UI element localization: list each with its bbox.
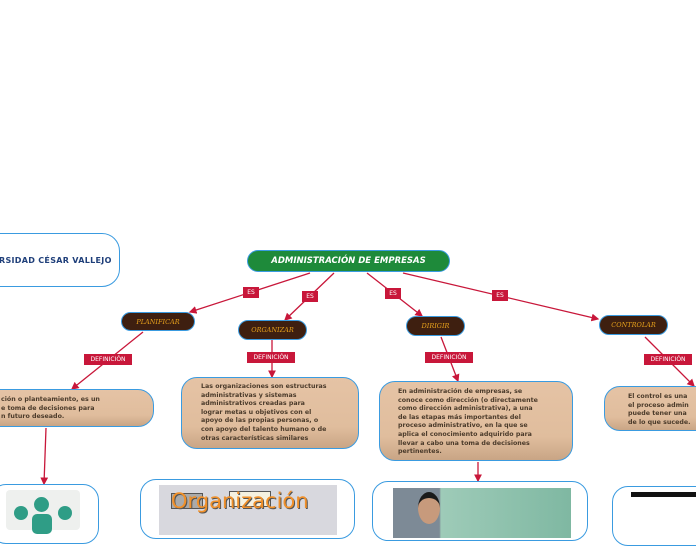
definition-line: proceso administrativo, en la que se bbox=[398, 422, 528, 430]
presenter-photo bbox=[393, 488, 571, 538]
image-title: Organización bbox=[171, 489, 309, 513]
node-organizar[interactable]: ORGANIZAR bbox=[238, 320, 307, 340]
definition-planificar[interactable]: ción o planteamiento, es un e toma de de… bbox=[0, 389, 154, 427]
definition-line: el proceso admin bbox=[628, 401, 689, 409]
definition-line: Las organizaciones son estructuras bbox=[201, 383, 327, 390]
definition-line: lograr metas u objetivos con el bbox=[201, 408, 312, 416]
definition-line: En administración de empresas, se bbox=[398, 388, 523, 395]
definition-line: de las etapas más importantes del bbox=[398, 413, 521, 421]
definition-line: de lo que sucede. bbox=[628, 418, 691, 426]
es-tag[interactable]: ES bbox=[492, 290, 508, 301]
definition-dirigir[interactable]: En administración de empresas, se conoce… bbox=[379, 381, 573, 461]
definicion-tag[interactable]: DEFINICIÓN bbox=[425, 352, 473, 363]
definicion-tag[interactable]: DEFINICIÓN bbox=[84, 354, 132, 365]
team-icon bbox=[6, 490, 80, 534]
definition-line: apoyo de las propias personas, o bbox=[201, 417, 319, 425]
es-tag[interactable]: ES bbox=[385, 288, 401, 299]
definition-line: El control es una bbox=[628, 393, 688, 400]
image-organizar[interactable]: Organización bbox=[140, 479, 355, 539]
image-controlar[interactable] bbox=[612, 486, 696, 546]
es-tag[interactable]: ES bbox=[302, 291, 318, 302]
node-controlar[interactable]: CONTROLAR bbox=[599, 315, 668, 335]
node-dirigir[interactable]: DIRIGIR bbox=[406, 316, 465, 336]
definition-line: con apoyo del talento humano o de bbox=[201, 425, 327, 433]
definition-line: puede tener una bbox=[628, 410, 687, 418]
definicion-tag[interactable]: DEFINICIÓN bbox=[247, 352, 295, 363]
definition-line: como dirección administrativa), a una bbox=[398, 405, 533, 413]
definition-organizar[interactable]: Las organizaciones son estructuras admin… bbox=[181, 377, 359, 449]
definition-line: llevar a cabo una toma de decisiones bbox=[398, 439, 530, 447]
root-node[interactable]: ADMINISTRACIÓN DE EMPRESAS bbox=[247, 250, 450, 272]
image-planificar[interactable] bbox=[0, 484, 99, 544]
definition-controlar[interactable]: El control es una el proceso admin puede… bbox=[604, 386, 696, 431]
definicion-tag[interactable]: DEFINICIÓN bbox=[644, 354, 692, 365]
definition-line: n futuro deseado. bbox=[1, 413, 65, 421]
definition-line: aplica el conocimiento adquirido para bbox=[398, 430, 532, 438]
node-label: ORGANIZAR bbox=[251, 326, 294, 334]
image-dirigir[interactable] bbox=[372, 481, 588, 541]
node-label: DIRIGIR bbox=[421, 322, 450, 330]
org-chart-image: Organización bbox=[159, 485, 337, 535]
node-label: CONTROLAR bbox=[611, 321, 656, 329]
university-box[interactable]: RSIDAD CÉSAR VALLEJO bbox=[0, 233, 120, 287]
definition-line: pertinentes. bbox=[398, 448, 442, 456]
definition-line: otras características similares bbox=[201, 434, 309, 442]
definition-line: ción o planteamiento, es un bbox=[1, 396, 100, 403]
definition-line: conoce como dirección (o directamente bbox=[398, 396, 538, 404]
node-label: PLANIFICAR bbox=[136, 317, 180, 326]
definition-line: administrativas y sistemas bbox=[201, 391, 297, 399]
image-bar bbox=[631, 492, 696, 497]
university-name: RSIDAD CÉSAR VALLEJO bbox=[0, 255, 112, 265]
definition-line: administrativos creadas para bbox=[201, 400, 305, 408]
definition-line: e toma de decisiones para bbox=[1, 404, 95, 412]
root-label: ADMINISTRACIÓN DE EMPRESAS bbox=[271, 256, 426, 266]
es-tag[interactable]: ES bbox=[243, 287, 259, 298]
node-planificar[interactable]: PLANIFICAR bbox=[121, 312, 195, 331]
